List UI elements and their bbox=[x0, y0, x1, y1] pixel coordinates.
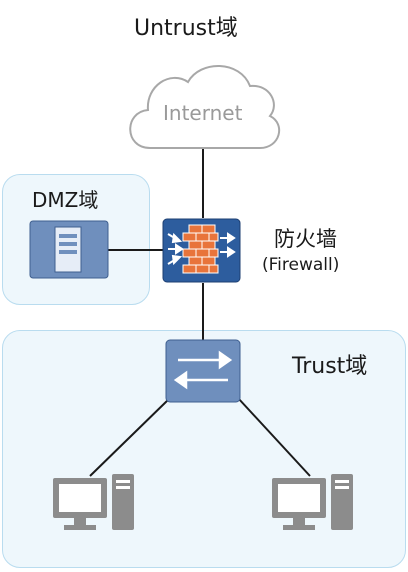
cloud-icon bbox=[129, 65, 281, 149]
dmz-zone-label: DMZ域 bbox=[32, 188, 99, 212]
firewall-label: 防火墙 bbox=[274, 227, 337, 251]
link-switch-pc-right bbox=[237, 397, 311, 477]
pc-icon bbox=[53, 474, 134, 530]
pc-icon bbox=[272, 474, 353, 530]
server-icon bbox=[29, 220, 109, 279]
firewall-sublabel: (Firewall) bbox=[262, 255, 340, 275]
internet-label: Internet bbox=[163, 101, 243, 125]
firewall-icon bbox=[162, 218, 241, 283]
untrust-zone-label: Untrust域 bbox=[134, 16, 238, 41]
switch-icon bbox=[165, 339, 241, 403]
trust-zone-label: Trust域 bbox=[292, 354, 368, 379]
link-switch-pc-left bbox=[89, 397, 171, 477]
